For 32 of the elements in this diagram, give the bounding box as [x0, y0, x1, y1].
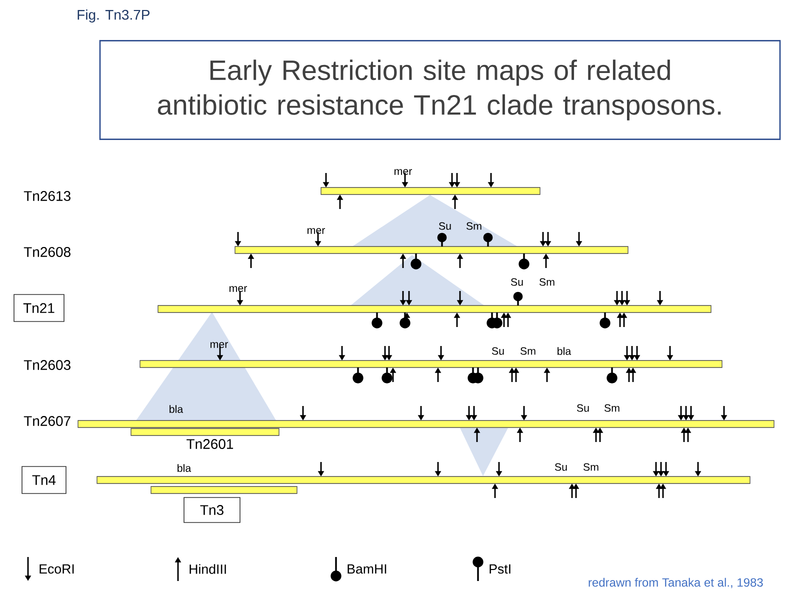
legend-text: EcoRI [40, 564, 74, 574]
gene-label: Su [438, 222, 451, 230]
transposon-label: Tn2613 [24, 191, 70, 201]
gene-label: Su [576, 404, 589, 412]
gene-label: mer [308, 228, 325, 234]
gene-label: bla [558, 347, 572, 355]
legend-text: PstI [490, 564, 510, 574]
transposon-label: Tn2601 [186, 439, 234, 449]
gene-label: Sm [520, 347, 536, 355]
gene-label: Sm [604, 404, 620, 412]
gene-label: mer [230, 286, 247, 292]
legend-text: HindIII [190, 564, 226, 574]
gene-label: Sm [539, 278, 554, 286]
transposon-label: Tn2607 [24, 416, 70, 426]
gene-label: Su [510, 278, 523, 286]
transposon-label: Tn2608 [24, 247, 70, 257]
name-box: Tn4 [22, 466, 66, 494]
gene-label: bla [170, 405, 184, 413]
gene-label: Sm [583, 463, 598, 471]
gene-label: bla [178, 464, 192, 472]
figure-label: Fig. Tn3.7P [78, 9, 150, 23]
gene-label: mer [394, 169, 412, 175]
source-caption: redrawn from Tanaka et al., 1983 [588, 578, 763, 588]
name-box: Tn3 [184, 497, 240, 523]
gene-label: Su [492, 347, 504, 355]
gene-label: mer [210, 342, 228, 348]
transposon-label: Tn2603 [24, 360, 70, 370]
gene-label: Su [554, 463, 567, 471]
legend-text: BamHI [348, 564, 386, 574]
name-box: Tn21 [14, 294, 64, 322]
gene-label: Sm [466, 222, 482, 230]
title-box: Early Restriction site maps of related antibiotic resistance Tn21 clade transposons. [99, 40, 781, 140]
